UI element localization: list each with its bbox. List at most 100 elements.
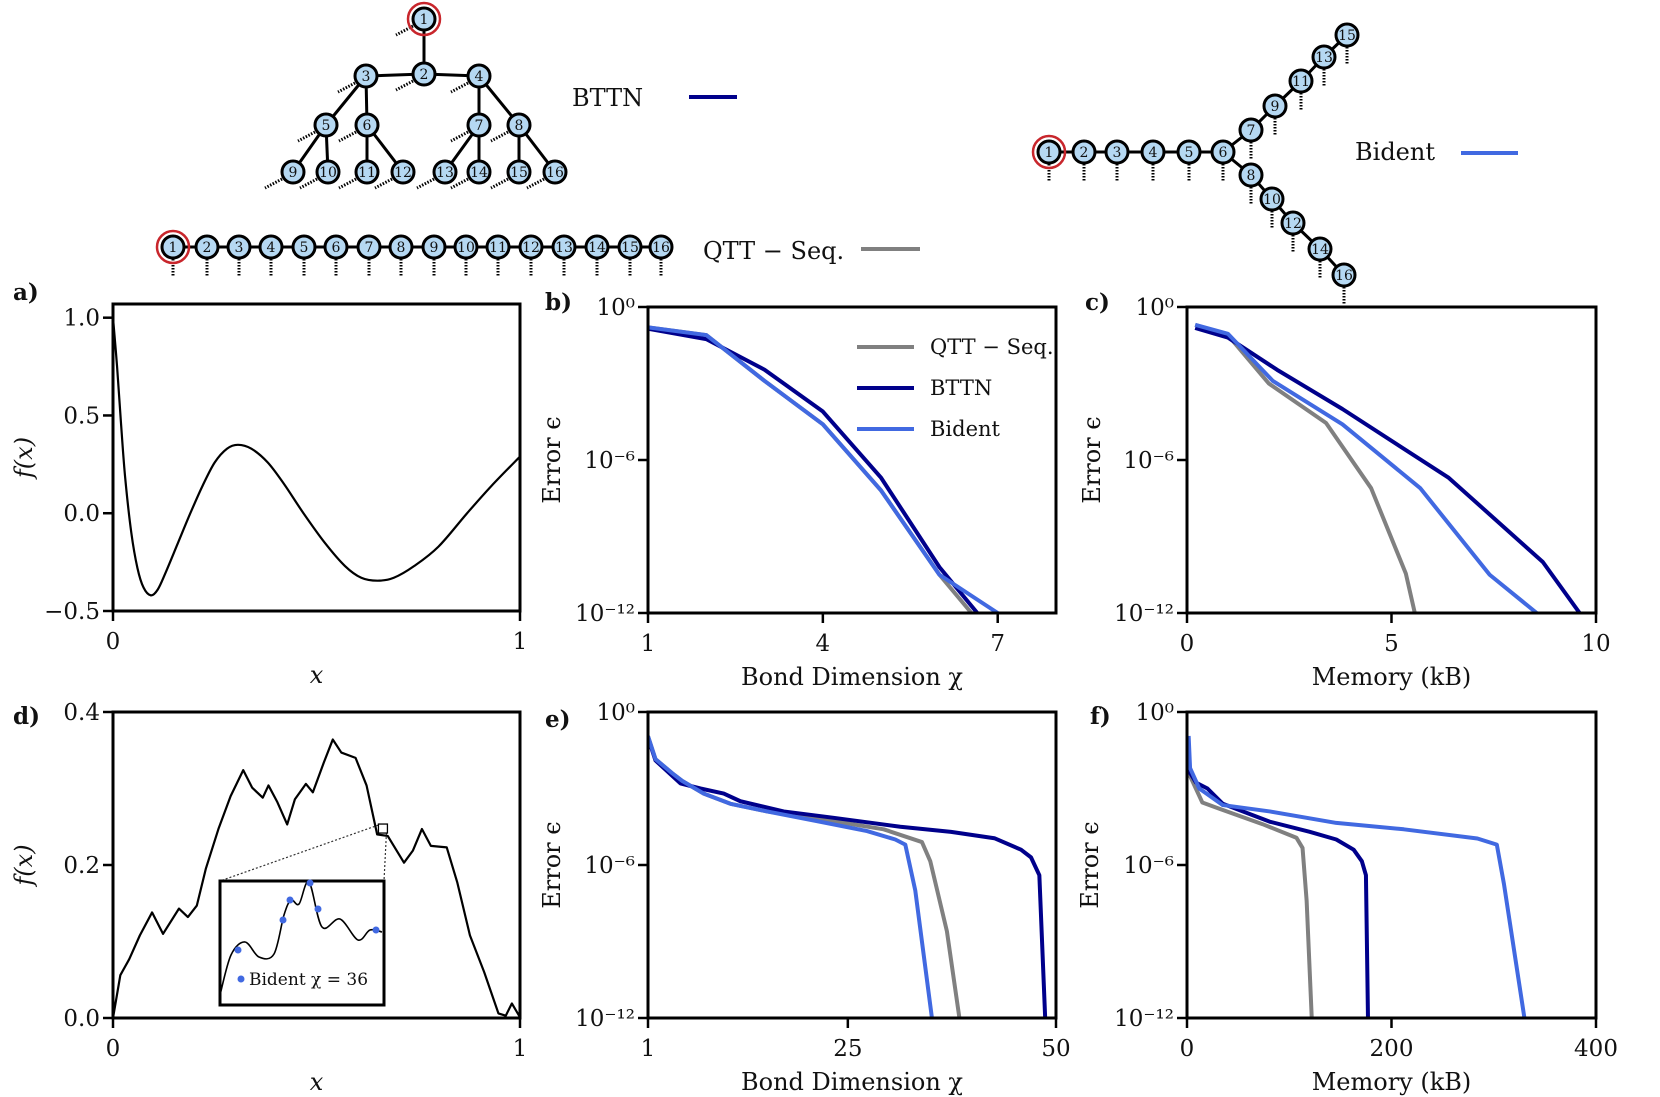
series-line-bident [648, 325, 999, 613]
bident-sample-point [286, 896, 294, 904]
x-tick-label: 25 [833, 1036, 862, 1062]
x-axis-label: Bond Dimension χ [741, 663, 963, 691]
x-axis-label: Bond Dimension χ [741, 1068, 963, 1096]
y-tick-label: 0.0 [63, 501, 100, 527]
tensor-node [518, 234, 544, 260]
tensor-node [1210, 139, 1236, 165]
node-label: 3 [1113, 145, 1122, 161]
series-line-bident [1194, 322, 1538, 613]
node-label: 14 [588, 240, 606, 256]
qtt-legend-label: QTT − Seq. [703, 237, 844, 265]
tensor-node [354, 112, 380, 138]
series-group [648, 735, 1048, 1018]
tensor-node [506, 159, 532, 185]
tensor-node [506, 112, 532, 138]
bident-sample-point [372, 926, 380, 934]
inset-legend-label: Bident χ = 36 [249, 970, 368, 990]
node-label: 15 [510, 165, 528, 181]
root-node-ring [406, 1, 442, 37]
series-line-bttn [1194, 325, 1582, 613]
x-tick-label: 50 [1041, 1036, 1070, 1062]
node-label: 10 [319, 165, 337, 181]
series-group [1187, 735, 1527, 1018]
zoom-connector [383, 833, 388, 882]
node-label: 8 [1247, 168, 1256, 184]
node-label: 16 [1335, 268, 1353, 284]
physical-leg [299, 177, 318, 190]
x-tick-label: 400 [1574, 1036, 1618, 1062]
x-axis-label: x [310, 1068, 324, 1096]
node-label: 6 [1219, 145, 1228, 161]
node-label: 7 [365, 240, 374, 256]
x-tick-label: 1 [641, 631, 656, 657]
y-tick-label: 10⁻¹² [1114, 601, 1174, 627]
node-label: 3 [362, 69, 371, 85]
node-label: 14 [470, 165, 488, 181]
tensor-node [1311, 44, 1337, 70]
series-group [113, 317, 520, 597]
y-tick-label: 10⁻⁶ [584, 448, 635, 474]
legend-label: BTTN [930, 376, 992, 400]
y-tick-label: 10⁰ [597, 295, 636, 321]
x-tick-label: 1 [641, 1036, 656, 1062]
tensor-node [1140, 139, 1166, 165]
node-label: 13 [555, 240, 573, 256]
physical-leg [337, 81, 356, 94]
tensor-node [280, 159, 306, 185]
y-tick-label: 0.2 [63, 853, 100, 879]
panel-label: a) [13, 279, 39, 306]
node-label: 13 [436, 165, 454, 181]
tensor-node [1238, 162, 1264, 188]
bttn-legend-label: BTTN [572, 84, 643, 112]
y-axis-label: Error ϵ [538, 821, 566, 908]
x-tick-label: 10 [1581, 631, 1610, 657]
tensor-node [390, 159, 416, 185]
series-line-f-x- [113, 738, 520, 1018]
node-label: 12 [522, 240, 540, 256]
x-tick-label: 0 [1180, 631, 1195, 657]
tensor-node [354, 159, 380, 185]
physical-leg [450, 81, 469, 94]
y-tick-label: 0.0 [63, 1006, 100, 1032]
series-line-f-x- [113, 317, 520, 597]
y-axis-label: Error ϵ [1078, 416, 1106, 503]
series-line-bident [648, 735, 934, 1018]
tensor-node [315, 159, 341, 185]
tensor-node [258, 234, 284, 260]
x-tick-label: 7 [990, 631, 1005, 657]
node-label: 5 [322, 118, 331, 134]
node-label: 9 [1271, 99, 1280, 115]
tensor-node [353, 63, 379, 89]
physical-leg [297, 130, 316, 143]
node-label: 5 [300, 240, 309, 256]
x-tick-label: 5 [1384, 631, 1399, 657]
tensor-node [584, 234, 610, 260]
physical-leg [490, 130, 509, 143]
tensor-node [1280, 210, 1306, 236]
y-tick-label: 10⁰ [597, 700, 636, 726]
tensor-node [421, 234, 447, 260]
y-tick-label: −0.5 [44, 599, 100, 625]
node-label: 12 [1284, 216, 1302, 232]
tensor-node [1262, 93, 1288, 119]
node-label: 16 [546, 165, 564, 181]
x-tick-label: 1 [513, 1036, 528, 1062]
y-tick-label: 10⁻⁶ [584, 853, 635, 879]
bident-sample-point [314, 905, 322, 913]
tensor-node [617, 234, 643, 260]
node-label: 4 [267, 240, 276, 256]
legend-label: QTT − Seq. [930, 335, 1054, 359]
physical-leg [374, 177, 393, 190]
inset-curve [219, 880, 383, 996]
bident-legend-label: Bident [1355, 138, 1435, 166]
node-label: 12 [394, 165, 412, 181]
bident-sample-point [306, 879, 314, 887]
node-label: 4 [1149, 145, 1158, 161]
node-label: 7 [1247, 123, 1256, 139]
series-line-bttn [648, 326, 979, 613]
